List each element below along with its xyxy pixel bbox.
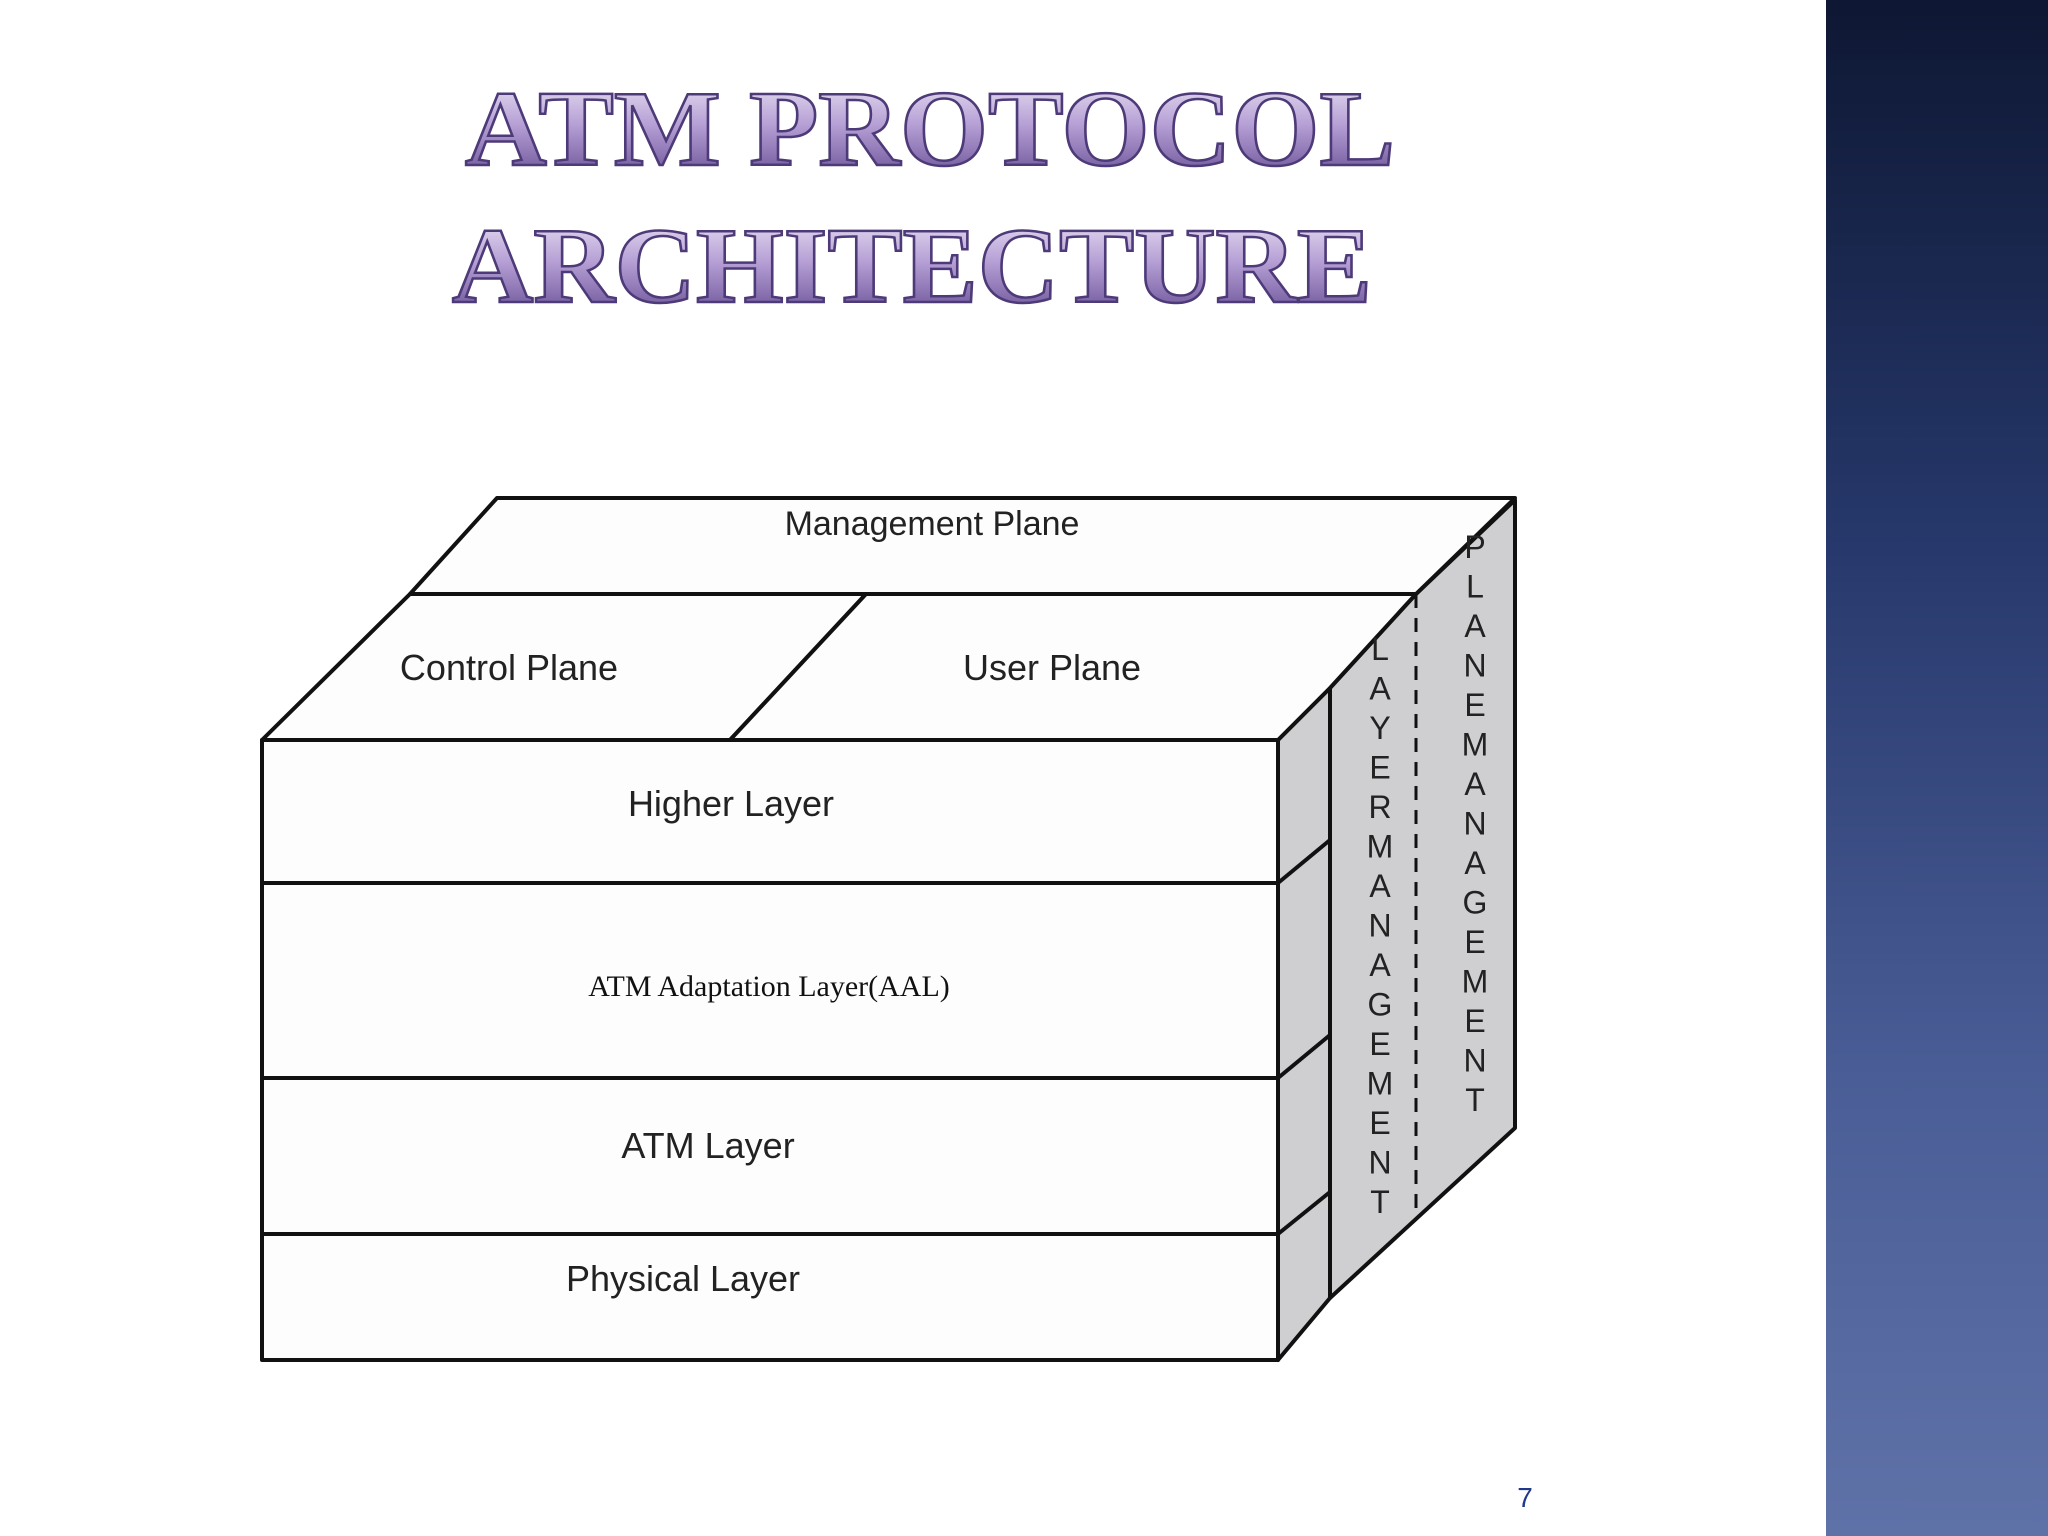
physical-layer-box <box>260 1232 1280 1362</box>
physical-layer-label: Physical Layer <box>566 1258 800 1299</box>
atm-architecture-diagram: Management Plane Control Plane User Plan… <box>260 496 1517 1362</box>
side-edge <box>1276 1190 1332 1236</box>
slide-title: ATM PROTOCOL ARCHITECTURE <box>451 69 1397 328</box>
layer-side-face <box>1276 686 1332 1362</box>
atm-layer-box <box>260 1076 1280 1236</box>
atm-layer-label: ATM Layer <box>621 1125 794 1166</box>
side-edge <box>1276 838 1332 885</box>
management-plane-label: Management Plane <box>785 505 1080 543</box>
title-line-1: ATM PROTOCOL <box>465 70 1395 189</box>
user-plane-label: User Plane <box>963 647 1141 688</box>
aal-layer-label: ATM Adaptation Layer(AAL) <box>588 970 950 1003</box>
higher-layer-label: Higher Layer <box>628 783 834 824</box>
control-plane-label: Control Plane <box>400 647 618 688</box>
title-line-2: ARCHITECTURE <box>452 207 1372 326</box>
side-edge <box>1276 1033 1332 1080</box>
page-number: 7 <box>1517 1482 1533 1513</box>
user-plane-surface <box>728 592 1418 742</box>
higher-layer-box <box>260 738 1280 885</box>
decorative-sidebar <box>1826 0 2048 1536</box>
aal-layer-box <box>260 881 1280 1080</box>
